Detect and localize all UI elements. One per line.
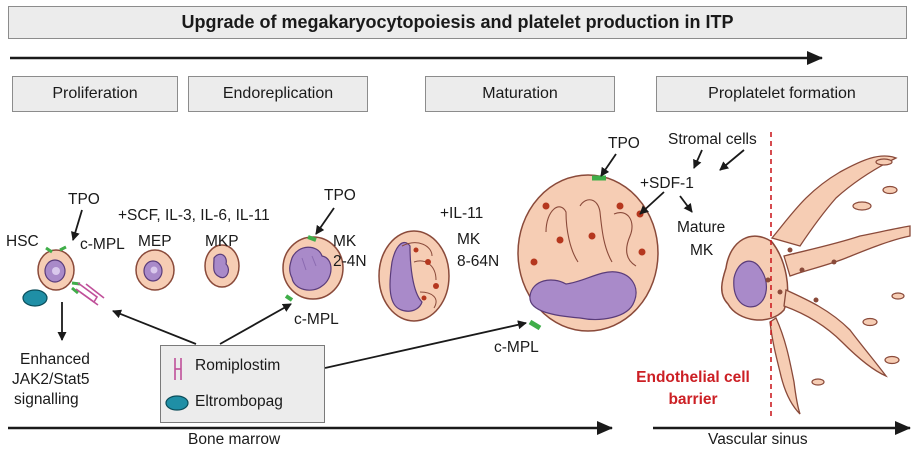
- sdf1-label: +SDF-1: [640, 175, 694, 192]
- stage-maturation: Maturation: [425, 76, 615, 112]
- stage-proliferation: Proliferation: [12, 76, 178, 112]
- stromal-cells-label: Stromal cells: [668, 131, 757, 148]
- mk-ploidy-2-4n: 2-4N: [333, 253, 367, 270]
- mk-ploidy-8-64n: 8-64N: [457, 253, 500, 270]
- sdf-arrow-mk: [639, 191, 665, 215]
- tpo-label-hsc: TPO: [68, 191, 100, 208]
- mkp-label: MKP: [205, 233, 239, 250]
- signalling-label-2: JAK2/Stat5: [12, 371, 90, 388]
- signalling-label-3: signalling: [14, 391, 79, 408]
- mk-2-4n-cell: [282, 235, 344, 302]
- endothelial-barrier-label-2: barrier: [668, 391, 718, 408]
- il11-label: +IL-11: [440, 205, 484, 222]
- diagram-title: Upgrade of megakaryocytopoiesis and plat…: [8, 6, 907, 39]
- legend-icons: [165, 358, 189, 411]
- eltrombopag-molecule: [22, 289, 48, 307]
- drug-legend: Romiplostim Eltrombopag: [160, 345, 325, 423]
- hsc-cell: [37, 245, 81, 295]
- mature-label: Mature: [677, 219, 726, 236]
- drug-arrow-mature: [324, 320, 527, 369]
- mature-mk-label: MK: [690, 242, 714, 259]
- stromal-arrow-left: [693, 149, 703, 169]
- proplatelet-mk-cell: [721, 155, 911, 415]
- stage-endoreplication: Endoreplication: [188, 76, 368, 112]
- cmpl-label-mk: c-MPL: [294, 311, 339, 328]
- tpo-arrow-hsc: [70, 209, 83, 241]
- romiplostim-molecule: [75, 282, 105, 306]
- bone-marrow-label: Bone marrow: [188, 431, 281, 448]
- mk-label-1: MK: [333, 233, 357, 250]
- mk-8-64n-cell: [378, 230, 450, 322]
- maturation-mk-cell: [517, 174, 659, 332]
- mk-label-2: MK: [457, 231, 481, 248]
- romiplostim-label: Romiplostim: [195, 357, 281, 374]
- cmpl-label-hsc: c-MPL: [80, 236, 125, 253]
- drug-arrow-mk: [219, 303, 292, 345]
- stromal-arrow-right: [719, 149, 745, 171]
- romiplostim-icon: [174, 358, 182, 380]
- cytokines-label: +SCF, IL-3, IL-6, IL-11: [118, 207, 270, 224]
- cmpl-label-mature: c-MPL: [494, 339, 539, 356]
- eltrombopag-icon: [165, 395, 189, 411]
- vascular-sinus-label: Vascular sinus: [708, 431, 808, 448]
- eltrombopag-label: Eltrombopag: [195, 393, 283, 410]
- tpo-arrow-mature: [600, 153, 617, 177]
- tpo-label-mature: TPO: [608, 135, 640, 152]
- tpo-arrow-mk: [315, 207, 335, 235]
- endothelial-barrier-label-1: Endothelial cell: [636, 369, 750, 386]
- tpo-label-mk: TPO: [324, 187, 356, 204]
- sdf-arrow-mature: [679, 195, 693, 213]
- drug-arrow-hsc: [112, 309, 197, 345]
- stage-proplatelet-formation: Proplatelet formation: [656, 76, 908, 112]
- mep-label: MEP: [138, 233, 172, 250]
- mkp-cell: [204, 244, 240, 288]
- signalling-label-1: Enhanced: [20, 351, 90, 368]
- mep-cell: [135, 249, 175, 291]
- hsc-label: HSC: [6, 233, 39, 250]
